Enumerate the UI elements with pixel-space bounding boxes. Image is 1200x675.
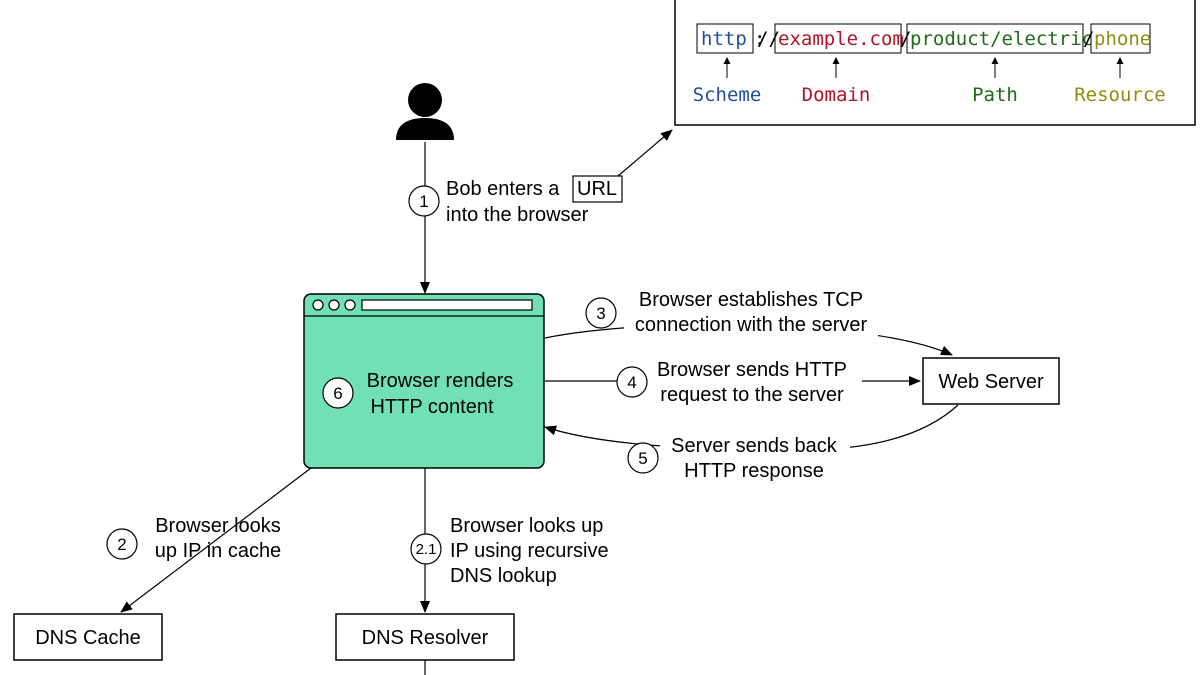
step-3: 3 Browser establishes TCP connection wit… bbox=[585, 286, 878, 336]
scheme-box bbox=[696, 23, 754, 54]
url-slash-1: / bbox=[900, 28, 911, 50]
url-anatomy-panel: http : // example.com / product/electric… bbox=[674, 0, 1196, 126]
step-4-number: 4 bbox=[627, 373, 636, 392]
step-1-line2: into the browser bbox=[446, 204, 589, 226]
step-5-label-bg bbox=[660, 432, 850, 484]
scheme-label: Scheme bbox=[693, 84, 762, 106]
url-double-slash: // bbox=[757, 28, 780, 50]
url-domain: example.com bbox=[778, 28, 904, 50]
person-icon bbox=[396, 83, 454, 140]
web-server-label: Web Server bbox=[938, 371, 1044, 393]
url-word: URL bbox=[577, 178, 617, 200]
url-resource: phone bbox=[1094, 28, 1151, 50]
step-2-number: 2 bbox=[117, 535, 126, 554]
step-4: 4 Browser sends HTTP request to the serv… bbox=[616, 359, 847, 406]
step-2: 2 Browser looks up IP in cache bbox=[106, 515, 281, 562]
resource-label: Resource bbox=[1074, 84, 1166, 106]
address-bar bbox=[361, 299, 533, 311]
step-6-line2: HTTP content bbox=[370, 396, 493, 418]
step-3-line1: Browser establishes TCP bbox=[639, 289, 863, 311]
step-2-1: 2.1 Browser looks up IP using recursive … bbox=[410, 515, 609, 587]
step-5-badge bbox=[627, 442, 659, 474]
step-3-line2: connection with the server bbox=[635, 314, 868, 336]
step-1-badge bbox=[408, 185, 440, 217]
step-2-1-line2: IP using recursive bbox=[450, 540, 609, 562]
domain-box bbox=[774, 23, 902, 54]
url-path: product/electric bbox=[910, 28, 1093, 50]
step-4-line2: request to the server bbox=[660, 384, 844, 406]
step-5-line1: Server sends back bbox=[671, 435, 838, 457]
web-server-box bbox=[922, 357, 1060, 405]
step-2-1-badge bbox=[410, 533, 442, 565]
browser-body bbox=[303, 293, 545, 469]
dns-resolver-node: DNS Resolver bbox=[335, 613, 515, 661]
browser-window: 6 Browser renders HTTP content bbox=[303, 293, 545, 469]
step-3-label-bg bbox=[624, 286, 878, 336]
window-dot-icon bbox=[344, 299, 356, 311]
step-4-badge bbox=[616, 366, 648, 398]
resource-box bbox=[1090, 23, 1151, 54]
step-6-line1: Browser renders bbox=[367, 370, 514, 392]
step-3-badge bbox=[585, 297, 617, 329]
window-dot-icon bbox=[312, 299, 324, 311]
step-6-number: 6 bbox=[333, 384, 342, 403]
arrow-to-dns-cache bbox=[120, 467, 312, 613]
step-1-number: 1 bbox=[419, 192, 428, 211]
url-anatomy-frame bbox=[674, 0, 1196, 126]
step-3-number: 3 bbox=[596, 304, 605, 323]
step-6-badge bbox=[322, 377, 354, 409]
url-word-box bbox=[572, 175, 623, 203]
step-2-1-number: 2.1 bbox=[416, 541, 437, 558]
step-2-1-line3: DNS lookup bbox=[450, 565, 557, 587]
web-server-node: Web Server bbox=[922, 357, 1060, 405]
arrow-url-to-anatomy bbox=[617, 129, 673, 177]
path-label: Path bbox=[972, 84, 1018, 106]
domain-label: Domain bbox=[802, 84, 871, 106]
step-2-line2: up IP in cache bbox=[155, 540, 281, 562]
window-dot-icon bbox=[328, 299, 340, 311]
step-1: 1 Bob enters a URL into the browser bbox=[408, 175, 623, 226]
step-5: 5 Server sends back HTTP response bbox=[627, 432, 850, 484]
step-4-line1: Browser sends HTTP bbox=[657, 359, 847, 381]
step-2-line1: Browser looks bbox=[155, 515, 281, 537]
step-1-line1: Bob enters a bbox=[446, 178, 560, 200]
dns-cache-node: DNS Cache bbox=[13, 613, 163, 661]
step-2-badge bbox=[106, 528, 138, 560]
step-2-1-line1: Browser looks up bbox=[450, 515, 603, 537]
dns-cache-label: DNS Cache bbox=[35, 627, 141, 649]
dns-cache-box bbox=[13, 613, 163, 661]
dns-resolver-label: DNS Resolver bbox=[362, 627, 489, 649]
path-box bbox=[906, 23, 1084, 54]
url-slash-2: / bbox=[1083, 28, 1094, 50]
url-scheme: http bbox=[701, 28, 747, 50]
url-colon: : bbox=[754, 28, 765, 50]
step-5-number: 5 bbox=[638, 449, 647, 468]
dns-resolver-box bbox=[335, 613, 515, 661]
step-5-line2: HTTP response bbox=[684, 460, 824, 482]
